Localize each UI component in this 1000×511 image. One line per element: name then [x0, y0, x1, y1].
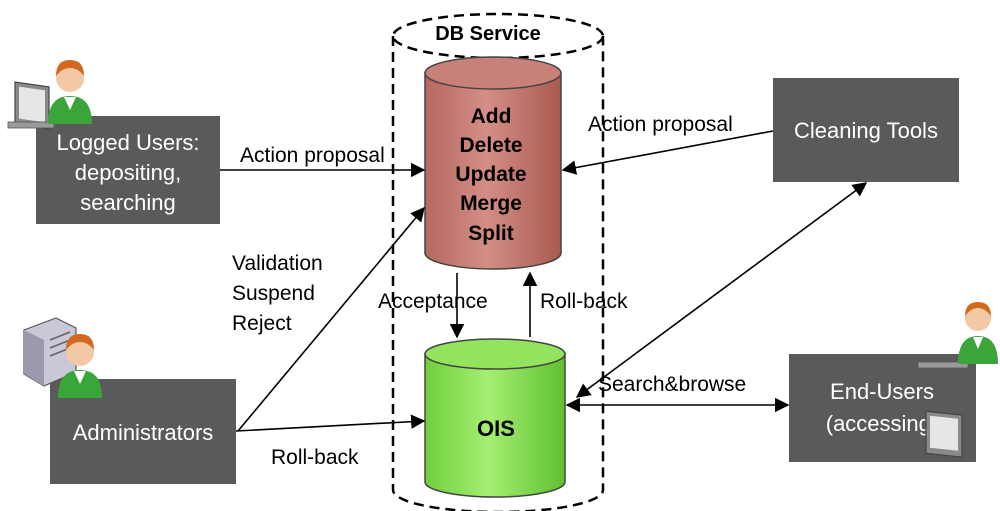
label-validation: Validation — [232, 252, 323, 275]
logged-users-box — [36, 116, 220, 224]
admin-server-icon — [23, 317, 102, 398]
cylinder-line-delete: Delete — [459, 134, 522, 157]
label-rollback-vertical: Roll-back — [540, 290, 628, 313]
label-suspend: Suspend — [232, 282, 315, 305]
store-cylinder — [424, 56, 562, 270]
logged-users-line-3: searching — [80, 190, 175, 215]
db-service-title: DB Service — [435, 23, 541, 45]
cylinder-line-update: Update — [455, 163, 526, 186]
arrow-admin-to-store — [237, 206, 425, 432]
db-service-outline — [391, 12, 605, 511]
administrators-label: Administrators — [73, 420, 214, 445]
arrow-admin-to-ois — [235, 414, 426, 432]
label-acceptance: Acceptance — [378, 290, 488, 313]
logged-users-line-2: depositing, — [75, 160, 181, 185]
label-search-browse: Search&browse — [598, 373, 746, 396]
end-users-line-1: End-Users — [830, 379, 934, 404]
ois-cylinder — [424, 338, 566, 498]
arrow-ois-cleaning — [575, 182, 868, 398]
cylinder-line-merge: Merge — [460, 192, 522, 215]
cylinder-line-split: Split — [468, 222, 514, 245]
end-user-monitor-icon — [917, 302, 998, 458]
label-rollback-admin: Roll-back — [271, 446, 359, 469]
user-monitor-icon — [7, 60, 92, 130]
cleaning-tools-box — [773, 78, 959, 182]
arrow-cleaning-to-store — [561, 130, 774, 175]
label-reject: Reject — [232, 312, 292, 335]
cleaning-tools-label: Cleaning Tools — [794, 118, 938, 143]
cylinder-line-add: Add — [471, 105, 512, 128]
label-action-proposal-left: Action proposal — [240, 144, 385, 167]
ois-label: OIS — [477, 416, 515, 441]
end-users-line-2: (accessing) — [826, 411, 938, 436]
logged-users-line-1: Logged Users: — [56, 130, 199, 155]
label-action-proposal-right: Action proposal — [588, 113, 733, 136]
